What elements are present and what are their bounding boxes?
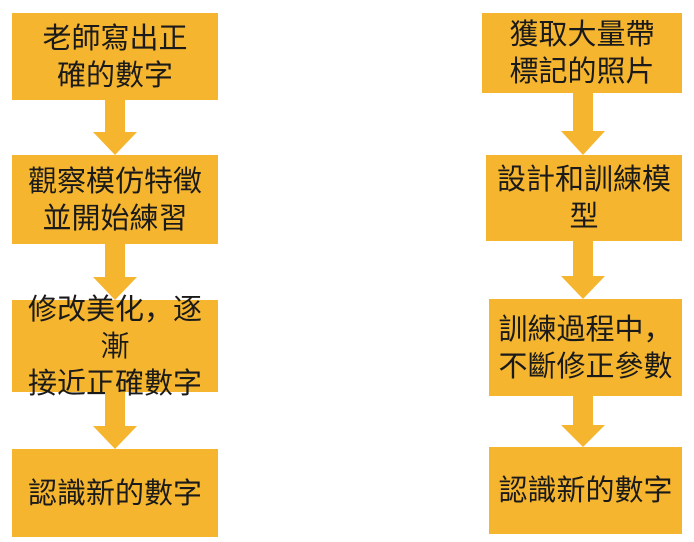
left-step-2-label: 觀察模仿特徵 並開始練習 — [27, 163, 202, 235]
left-step-3-box: 修改美化，逐漸 接近正確數字 — [12, 292, 218, 400]
right-step-3-box: 訓練過程中， 不斷修正參數 — [489, 299, 682, 396]
left-arrow-1 — [93, 100, 137, 155]
right-step-4-box: 認識新的數字 — [489, 447, 682, 534]
right-step-2-box: 設計和訓練模 型 — [486, 155, 682, 241]
right-step-4-label: 認識新的數字 — [498, 473, 673, 507]
left-arrow-2 — [93, 244, 137, 300]
right-arrow-1 — [561, 93, 605, 155]
left-step-1-label: 老師寫出正 確的數字 — [42, 20, 188, 92]
right-step-3-label: 訓練過程中， 不斷修正參數 — [498, 311, 673, 383]
left-arrow-3 — [93, 392, 137, 449]
right-step-1-box: 獲取大量帶 標記的照片 — [482, 13, 682, 93]
right-step-1-label: 獲取大量帶 標記的照片 — [509, 17, 655, 88]
right-arrow-3 — [561, 396, 605, 447]
left-step-3-label: 修改美化，逐漸 接近正確數字 — [27, 291, 202, 400]
right-arrow-2 — [561, 241, 605, 299]
left-step-4-box: 認識新的數字 — [12, 449, 218, 537]
right-step-2-label: 設計和訓練模 型 — [496, 162, 671, 233]
left-step-4-label: 認識新的數字 — [27, 475, 202, 510]
left-step-1-box: 老師寫出正 確的數字 — [12, 13, 218, 100]
left-step-2-box: 觀察模仿特徵 並開始練習 — [12, 155, 218, 244]
